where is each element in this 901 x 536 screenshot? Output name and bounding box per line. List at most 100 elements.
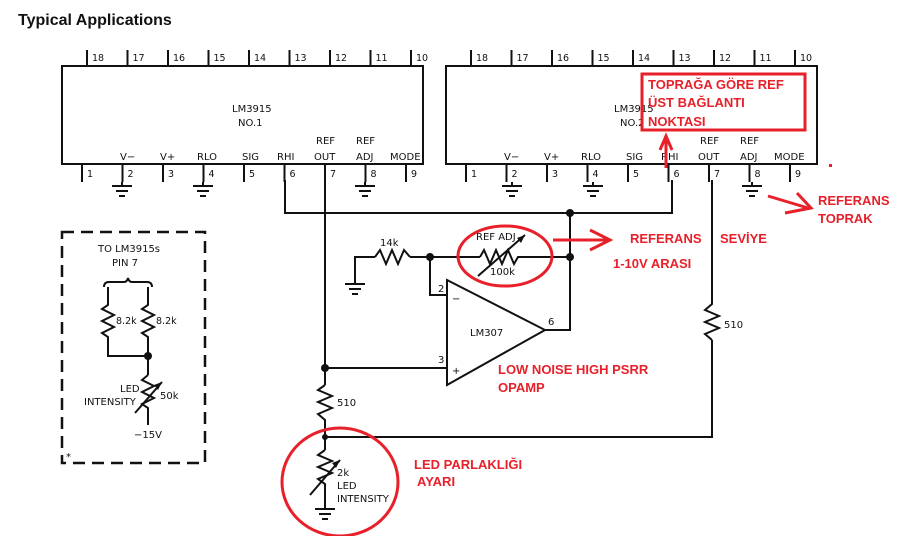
opamp-pin6: 6 <box>548 317 554 328</box>
r14k-label: 14k <box>380 238 399 249</box>
chip1-top-pin-2: 17 <box>133 53 145 64</box>
chip2-top-pin-8: 11 <box>760 53 772 64</box>
chip2-top-pin-4: 15 <box>598 53 610 64</box>
inset-note: * <box>66 452 71 463</box>
chip1-bottom-pin-7: 7 <box>330 169 336 180</box>
chip1-label-ref_out_2: OUT <box>314 152 336 163</box>
chip2-top-pin-1: 18 <box>476 53 488 64</box>
opamp-plus: + <box>452 366 460 377</box>
chip1-bottom-pin-8: 8 <box>371 169 377 180</box>
intensity-label: INTENSITY <box>337 494 390 505</box>
chip2-label-sig: SIG <box>626 152 643 163</box>
chip1-top-pin-9: 10 <box>416 53 428 64</box>
chip1-label-ref_adj_2: ADJ <box>356 152 374 163</box>
annotation-ground-1: REFERANS <box>818 193 890 208</box>
chip1-label-vminus: V− <box>120 152 135 163</box>
chip2-bottom-pin-7: 7 <box>714 169 720 180</box>
ref-adj-highlight <box>456 224 554 288</box>
chip1-label-ref_out_1: REF <box>316 136 335 147</box>
chip1-top-pin-4: 15 <box>214 53 226 64</box>
annotations: TOPRAĞA GÖRE REF ÜST BAĞLANTI NOKTASI RE… <box>280 72 890 536</box>
led-label: LED <box>337 481 357 492</box>
annotation-range: 1-10V ARASI <box>613 256 691 271</box>
chip2-bottom-pin-3: 3 <box>552 169 558 180</box>
chip1-top-pin-1: 18 <box>92 53 104 64</box>
chip1-bottom-pin-3: 3 <box>168 169 174 180</box>
inset-intensity-label: INTENSITY <box>84 397 137 408</box>
ground-icon <box>345 280 365 295</box>
opamp-pin2: 2 <box>438 284 444 295</box>
chip1-name: LM3915 <box>232 104 272 115</box>
chip1-top-pin-8: 11 <box>376 53 388 64</box>
chip1-bottom-pin-6: 6 <box>290 169 296 180</box>
opamp-minus: − <box>452 294 460 305</box>
chip2-bottom-pin-5: 5 <box>633 169 639 180</box>
annotation-seviye: SEVİYE <box>720 231 767 246</box>
chip1-label-rhi: RHI <box>277 152 294 163</box>
chip1-top-pin-6: 13 <box>295 53 307 64</box>
chip2-label-ref_adj_1: REF <box>740 136 759 147</box>
chip1-bottom-pin-9: 9 <box>411 169 417 180</box>
annotation-led-1: LED PARLAKLIĞI <box>414 457 522 472</box>
annotation-referans: REFERANS <box>630 231 702 246</box>
chip1-label-vplus: V+ <box>160 152 175 163</box>
chip2-label-ref_adj_2: ADJ <box>740 152 758 163</box>
chip2-top-pin-7: 12 <box>719 53 731 64</box>
chip2-sub: NO.2 <box>620 118 645 129</box>
wiring <box>112 180 762 520</box>
chip1-bottom-pin-5: 5 <box>249 169 255 180</box>
chip2-bottom-pin-6: 6 <box>674 169 680 180</box>
chip2-bottom-pin-4: 4 <box>593 169 599 180</box>
chip2-label-mode: MODE <box>774 152 805 163</box>
chip2-name: LM3915 <box>614 104 654 115</box>
ground-icon <box>583 182 603 197</box>
r510-left-label: 510 <box>337 398 356 409</box>
chip2-top-pin-2: 17 <box>517 53 529 64</box>
chip2-bottom-pin-2: 2 <box>512 169 518 180</box>
chip2-top-pin-3: 16 <box>557 53 569 64</box>
chip2-top-pin-5: 14 <box>638 53 650 64</box>
page-title: Typical Applications <box>18 12 172 29</box>
chip2-label-vplus: V+ <box>544 152 559 163</box>
inset-pot-label: 50k <box>160 391 179 402</box>
ground-icon <box>112 182 132 197</box>
ground-icon <box>355 182 375 197</box>
annotation-led-2: AYARI <box>417 474 455 489</box>
annotation-ground-2: TOPRAK <box>818 211 873 226</box>
chip2-bottom-pin-8: 8 <box>755 169 761 180</box>
annotation-opamp-1: LOW NOISE HIGH PSRR <box>498 362 649 377</box>
led-intensity-highlight <box>280 426 400 536</box>
lm3915-no1-chip: LM3915 NO.1 181172163154145136127118109V… <box>61 50 428 182</box>
arrow-toprak-icon <box>767 194 809 210</box>
arrow-up-head-icon <box>658 132 674 151</box>
chip2-label-ref_out_2: OUT <box>698 152 720 163</box>
r100k-label: 100k <box>490 267 515 278</box>
chip2-label-rlo: RLO <box>581 152 601 163</box>
r2k-label: 2k <box>337 468 349 479</box>
chip2-bottom-pin-1: 1 <box>471 169 477 180</box>
chip1-label-rlo: RLO <box>197 152 217 163</box>
chip2-top-pin-6: 13 <box>679 53 691 64</box>
inset-supply-label: −15V <box>134 430 162 441</box>
chip1-sub: NO.1 <box>238 118 263 129</box>
ground-icon <box>193 182 213 197</box>
annotation-box-line3: NOKTASI <box>648 114 706 129</box>
chip1-top-pin-5: 14 <box>254 53 266 64</box>
ground-icon <box>315 505 335 520</box>
annotation-box-line1: TOPRAĞA GÖRE REF <box>648 77 784 92</box>
chip1-top-pin-3: 16 <box>173 53 185 64</box>
chip2-bottom-pin-9: 9 <box>795 169 801 180</box>
chip1-bottom-pin-4: 4 <box>209 169 215 180</box>
inset-line2: PIN 7 <box>112 258 138 269</box>
chip2-top-pin-9: 10 <box>800 53 812 64</box>
inset-led-label: LED <box>120 384 140 395</box>
ground-icon <box>742 182 762 197</box>
chip2-label-vminus: V− <box>504 152 519 163</box>
annotation-opamp-2: OPAMP <box>498 380 545 395</box>
inset-r1-label: 8.2k <box>116 316 137 327</box>
chip1-label-ref_adj_1: REF <box>356 136 375 147</box>
lm3915-no2-chip: LM3915 NO.2 18 1 17 2 16 3 15 4 14 5 13 6 12 7 11 8 10 9 V… <box>445 50 818 182</box>
chip1-bottom-pin-2: 2 <box>128 169 134 180</box>
annotation-box-line2: ÜST BAĞLANTI <box>648 95 745 110</box>
